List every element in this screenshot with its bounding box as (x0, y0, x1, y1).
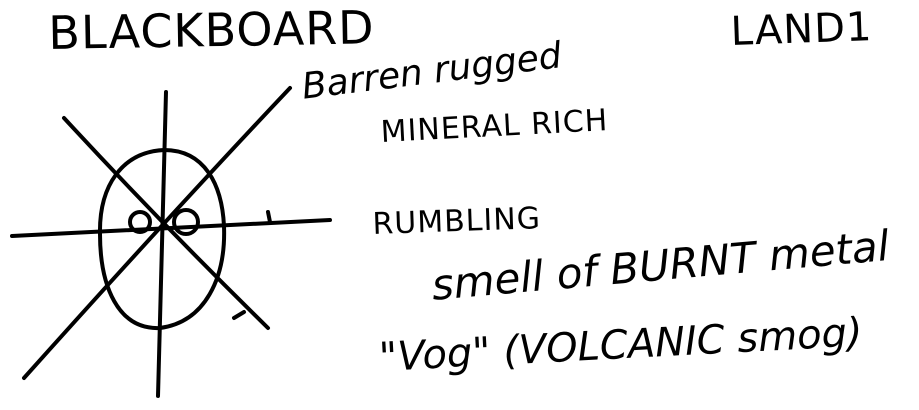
sigil-ray-vertical (156, 90, 168, 398)
sigil-left-eye (128, 210, 152, 234)
sigil-oval (97, 148, 227, 331)
sigil-right-eye (172, 208, 200, 236)
note-line-rumbling: RUMBLING (371, 201, 542, 242)
sigil-tick-1 (266, 210, 272, 224)
sigil-ray-diagonal-down (62, 116, 270, 330)
sigil-tick-2 (232, 310, 246, 320)
